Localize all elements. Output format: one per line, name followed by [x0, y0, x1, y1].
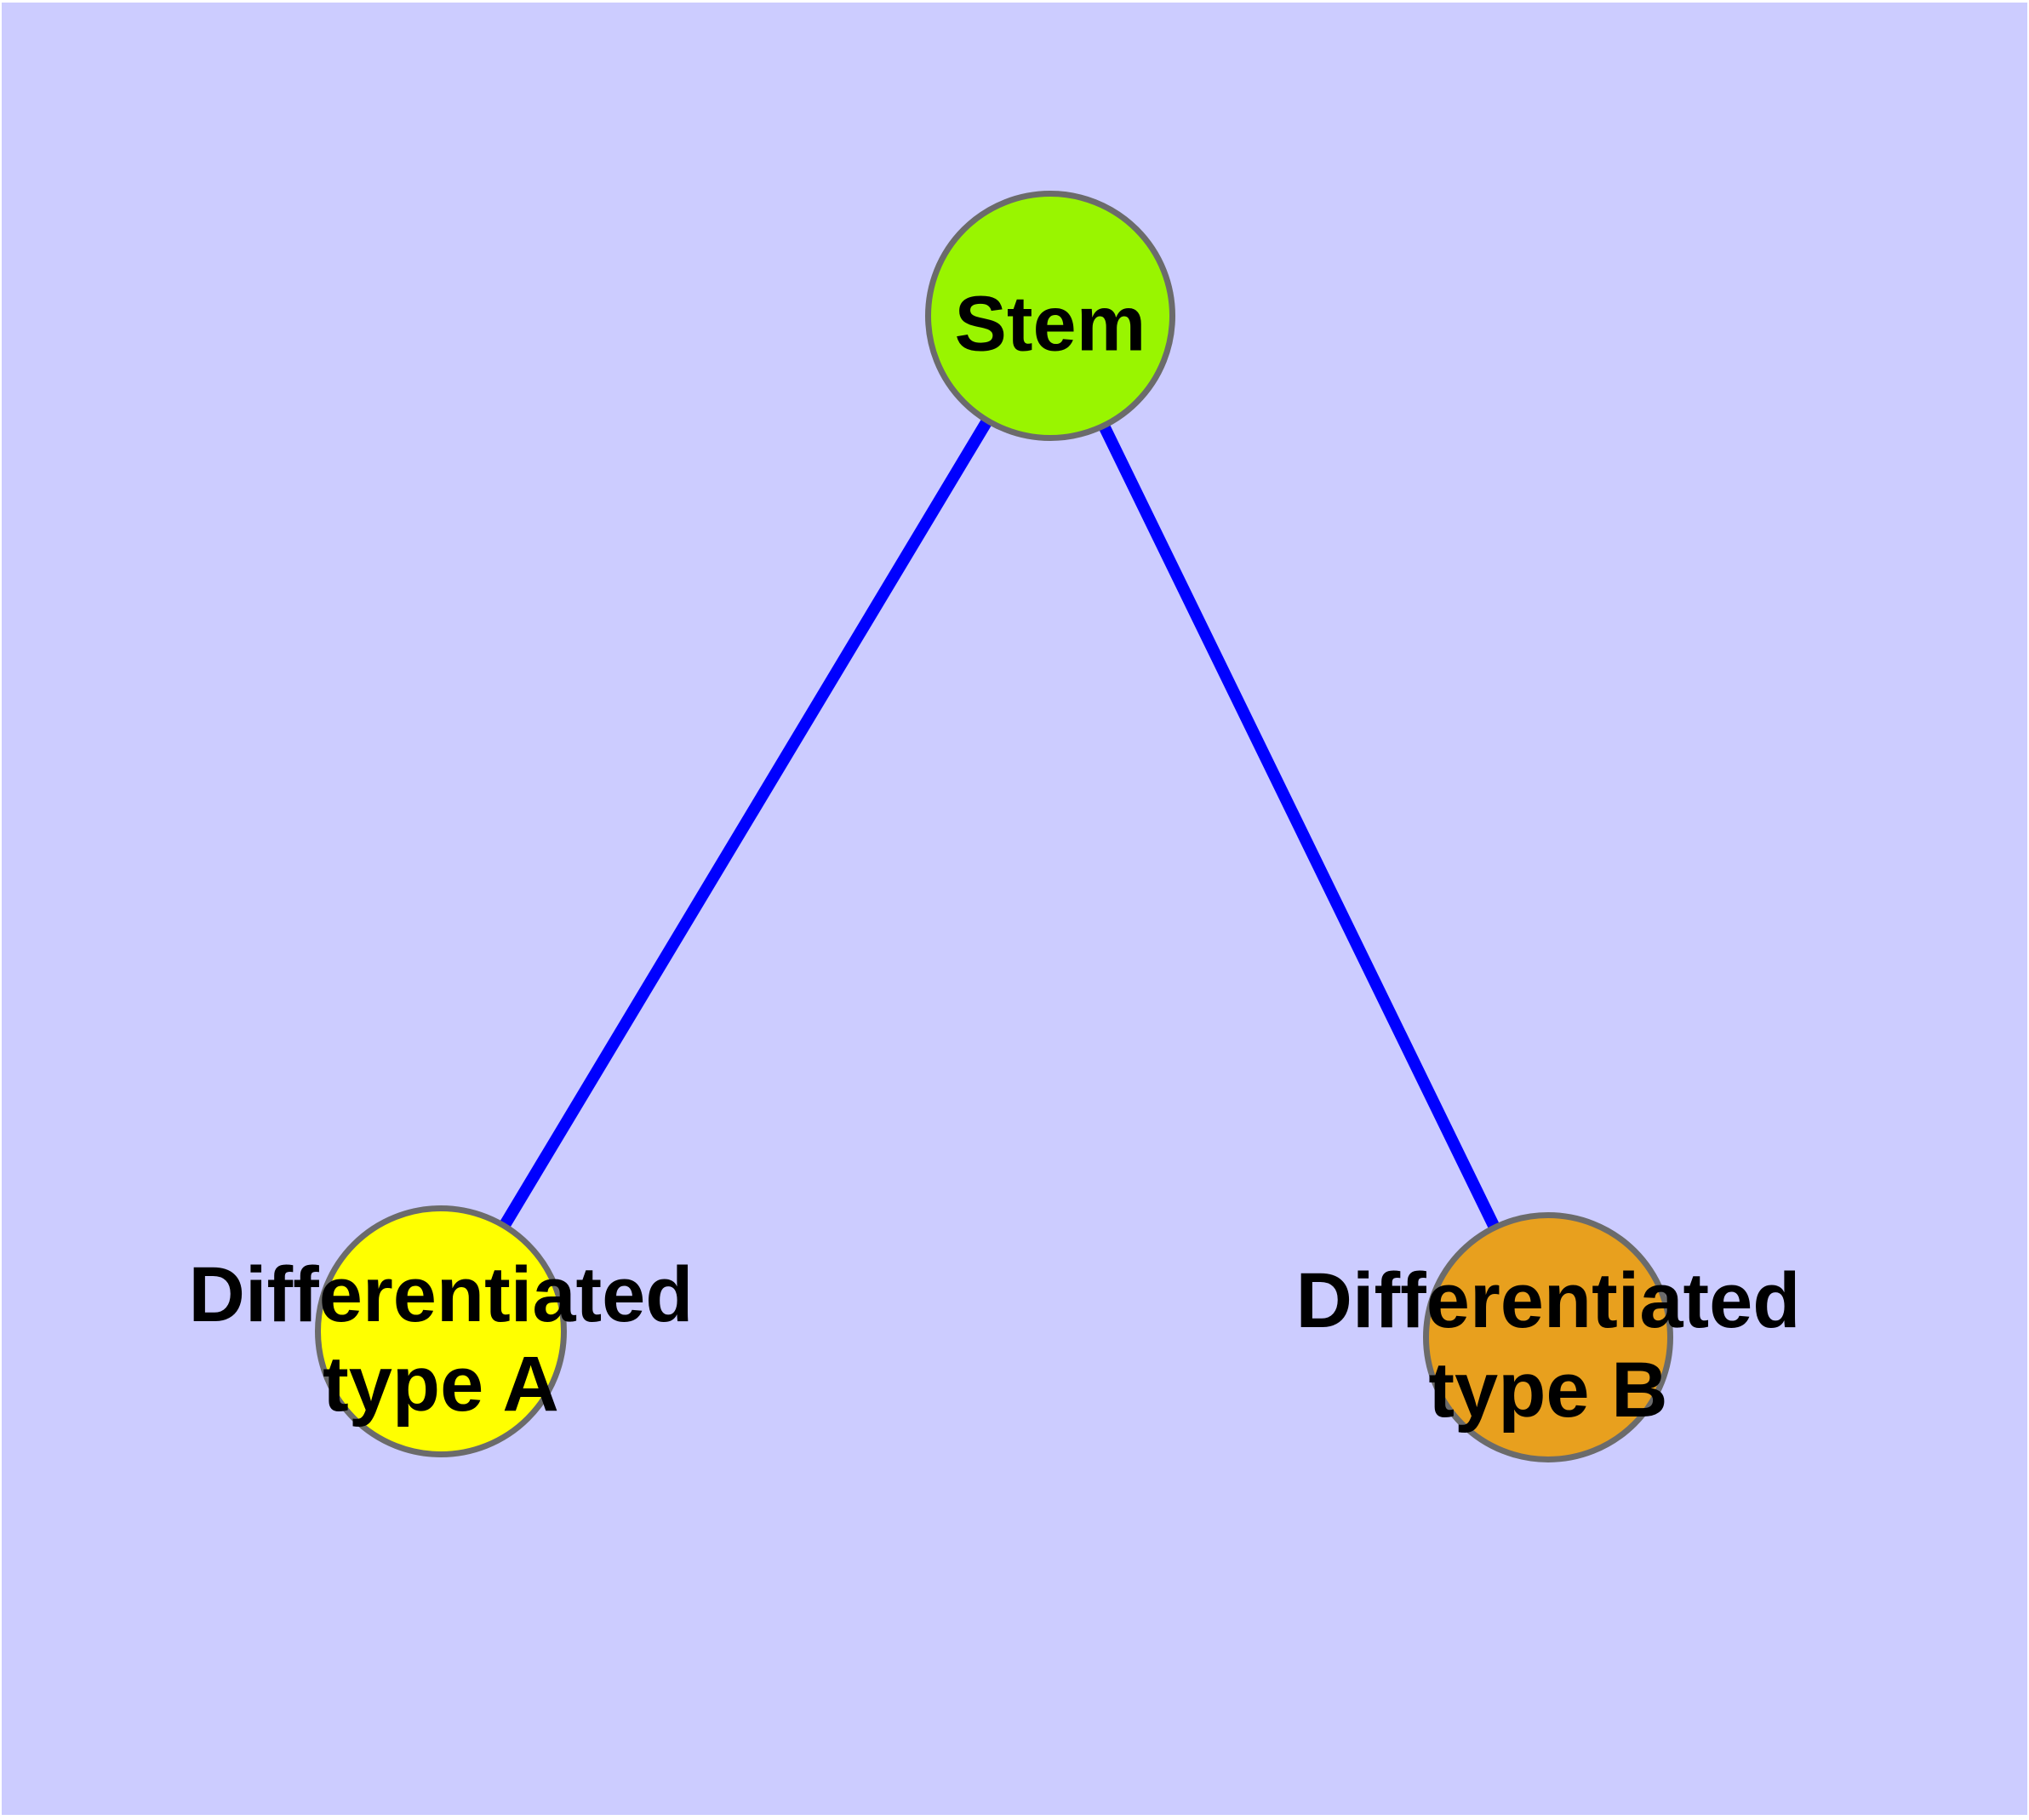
diagram-canvas: Stem Differentiated type A Differentiate… — [2, 3, 2027, 1815]
edge-stem-to-type-a — [435, 312, 1056, 1335]
node-differentiated-type-a — [315, 1205, 567, 1457]
edge-layer — [435, 312, 1554, 1341]
node-stem — [925, 191, 1175, 441]
edge-stem-to-type-b — [1044, 312, 1554, 1341]
node-differentiated-type-b — [1423, 1212, 1673, 1462]
